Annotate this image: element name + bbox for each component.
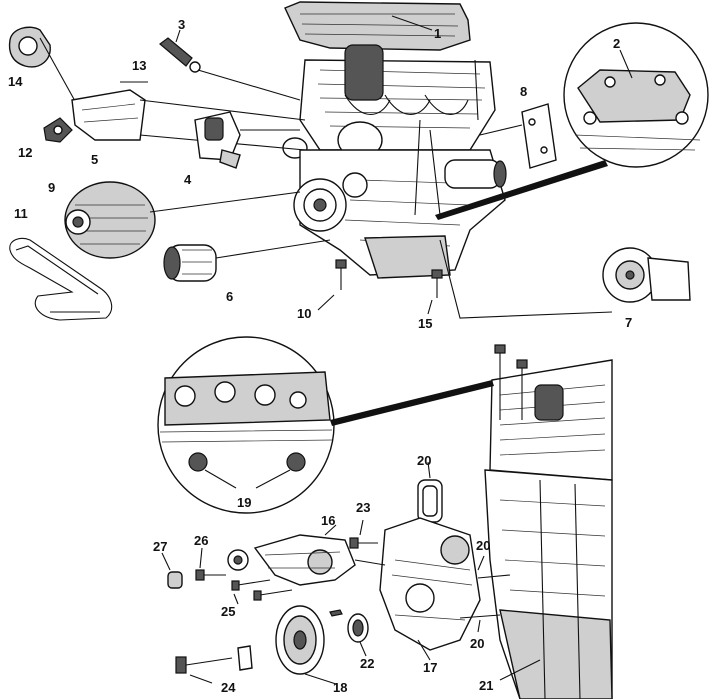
callout-label-23: 22 xyxy=(360,656,374,671)
part-7-pump: 7 xyxy=(439,239,691,330)
part-24-bolt: 23 xyxy=(349,500,378,549)
part-28-plug: 27 xyxy=(153,539,183,589)
callout-1: 1 xyxy=(391,15,441,41)
callout-label-20b: 20 xyxy=(470,636,484,651)
part-17-timing-cover: 17 xyxy=(379,517,481,675)
callout-label-25: 24 xyxy=(221,680,236,695)
part-10-bolt: 10 xyxy=(297,259,347,321)
lower-engine-block xyxy=(484,344,613,699)
callout-label-17: 17 xyxy=(423,660,437,675)
part-20-dowel-upper: 20 xyxy=(476,538,511,579)
part-26-bolts: 25 xyxy=(221,579,293,619)
callout-label-7: 7 xyxy=(625,315,632,330)
part-20-dowel-lower: 20 xyxy=(459,614,501,651)
callout-label-24: 23 xyxy=(356,500,370,515)
callout-label-5: 5 xyxy=(91,152,98,167)
callout-label-9: 9 xyxy=(48,180,55,195)
callout-label-1: 1 xyxy=(434,26,441,41)
part-8-plate: 8 xyxy=(479,84,557,169)
callout-label-12: 12 xyxy=(18,145,32,160)
callout-label-22: 21 xyxy=(479,678,493,693)
callout-label-19: 19 xyxy=(237,495,251,510)
callout-label-20a: 20 xyxy=(476,538,490,553)
callout-label-11: 11 xyxy=(14,206,28,221)
callout-label-3: 3 xyxy=(178,17,185,32)
callout-label-6: 6 xyxy=(226,289,233,304)
detail-circle-gasket: 19 xyxy=(157,336,494,514)
part-27-bolt: 26 xyxy=(194,533,226,581)
callout-label-2: 2 xyxy=(613,36,620,51)
callout-label-8: 8 xyxy=(520,84,527,99)
part-18-crank-pulley: 18 xyxy=(275,605,347,695)
part-22-block: 21 xyxy=(479,659,541,693)
part-16-water-pump: 16 xyxy=(253,513,386,586)
part-3-sensor: 3 xyxy=(159,17,301,101)
part-12-bracket: 12 xyxy=(18,117,73,160)
part-9-alternator: 9 xyxy=(48,180,301,259)
part-21-gasket: 20 xyxy=(417,453,443,523)
part-5-bracket: 5 xyxy=(71,89,306,167)
callout-label-14: 14 xyxy=(8,74,23,89)
callout-label-26: 25 xyxy=(221,604,235,619)
callout-label-16: 16 xyxy=(321,513,335,528)
detail-circle-mount: 2 xyxy=(435,22,709,220)
callout-label-4: 4 xyxy=(184,172,192,187)
callout-label-15: 15 xyxy=(418,316,432,331)
part-pulley-idler xyxy=(227,549,249,571)
part-25-bolt: 24 xyxy=(175,645,253,695)
part-13-bolt: 13 xyxy=(120,58,148,83)
callout-label-27: 26 xyxy=(194,533,208,548)
part-15-bolt: 15 xyxy=(418,269,443,331)
part-14-tensioner: 14 xyxy=(8,26,81,111)
callout-label-28: 27 xyxy=(153,539,167,554)
part-23-seal: 22 xyxy=(329,609,374,671)
part-4-component: 4 xyxy=(184,111,300,187)
callout-label-10: 10 xyxy=(297,306,311,321)
callout-label-18: 18 xyxy=(333,680,347,695)
upper-engine-block xyxy=(282,1,507,279)
part-6-compressor: 6 xyxy=(163,239,331,304)
part-11-belt: 11 xyxy=(9,206,113,321)
callout-label-21: 20 xyxy=(417,453,431,468)
callout-label-13: 13 xyxy=(132,58,146,73)
